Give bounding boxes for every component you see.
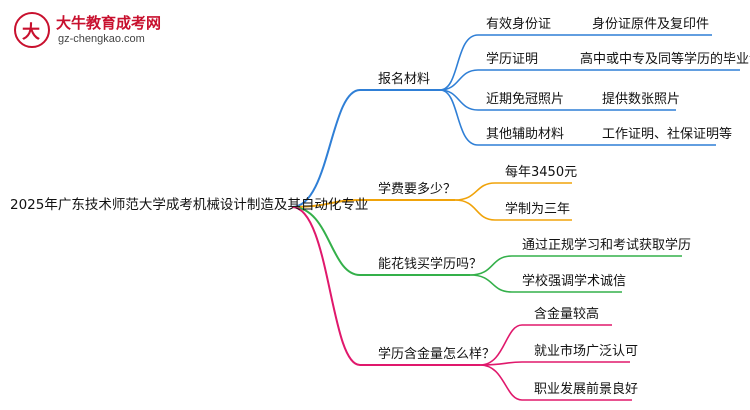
node-annual-fee: 每年3450元 [505, 165, 578, 180]
node-high-value: 含金量较高 [534, 307, 600, 322]
branch-label-buy-degree: 能花钱买学历吗？ [378, 257, 483, 272]
node-id-card: 有效身份证 [486, 17, 552, 32]
connector-branch-1 [291, 89, 440, 208]
connector-branch-2 [291, 199, 455, 208]
node-duration: 学制为三年 [505, 202, 571, 217]
root-topic: 2025年广东技术师范大学成考机械设计制造及其自动化专业 [10, 197, 369, 213]
node-legit-study: 通过正规学习和考试获取学历 [522, 238, 692, 253]
node-diploma-detail: 高中或中专及同等学历的毕业证书 [580, 52, 750, 67]
branch-label-materials: 报名材料 [378, 72, 431, 87]
connector-b1-c1 [439, 34, 712, 91]
node-career-prospects: 职业发展前景良好 [534, 382, 639, 397]
connector-b3-c1 [469, 255, 682, 276]
connector-b4-c3 [479, 364, 632, 401]
logo-url: gz-chengkao.com [58, 33, 145, 45]
connector-b3-c2 [469, 274, 622, 293]
site-logo: 大 大牛教育成考网 gz-chengkao.com [8, 10, 198, 54]
connector-b4-c2 [479, 361, 630, 366]
node-other-materials-detail: 工作证明、社保证明等 [602, 127, 733, 142]
connector-b1-c3 [439, 89, 676, 111]
node-id-card-detail: 身份证原件及复印件 [592, 17, 710, 32]
node-integrity: 学校强调学术诚信 [522, 274, 627, 289]
node-photo-detail: 提供数张照片 [602, 92, 681, 107]
branch-label-value: 学历含金量怎么样？ [378, 347, 496, 362]
node-diploma: 学历证明 [486, 52, 539, 67]
connector-branch-4 [291, 206, 480, 366]
node-market-recognition: 就业市场广泛认可 [534, 344, 639, 359]
connector-b1-c4 [439, 89, 716, 146]
connector-b2-c2 [454, 199, 572, 221]
connector-b2-c1 [454, 182, 572, 201]
connector-b1-c2 [439, 69, 740, 91]
connector-branch-3 [291, 206, 470, 276]
logo-mark-icon: 大 [14, 12, 50, 48]
logo-title: 大牛教育成考网 [56, 14, 162, 32]
branch-label-tuition: 学费要多少？ [378, 182, 457, 197]
node-photo: 近期免冠照片 [486, 92, 565, 107]
node-other-materials: 其他辅助材料 [486, 127, 565, 142]
connector-b4-c1 [479, 324, 612, 366]
